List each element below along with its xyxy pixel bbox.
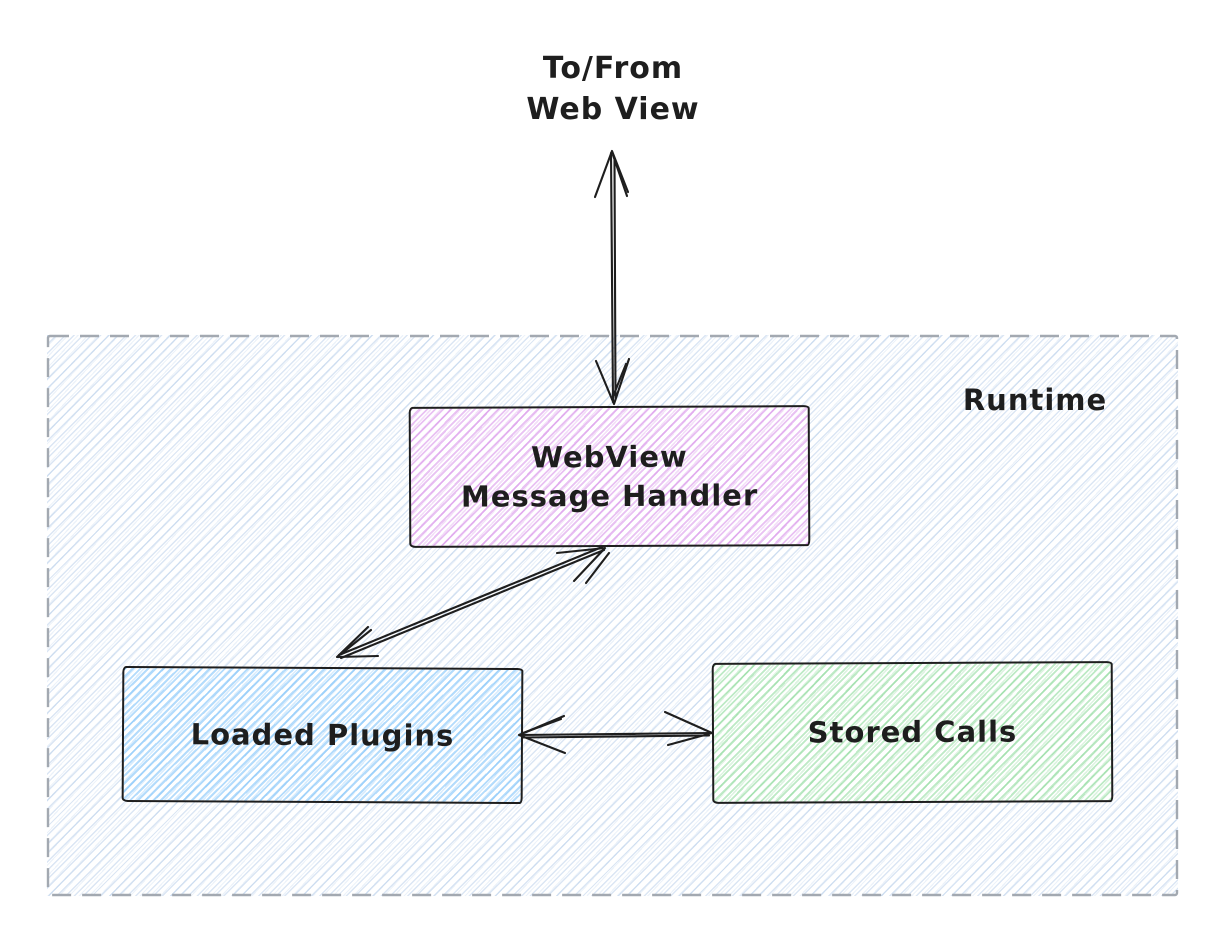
node-stored-calls-label: Stored Calls bbox=[807, 714, 1018, 750]
external-endpoint-label: To/From Web View bbox=[478, 48, 748, 130]
external-endpoint-label-line1: To/From bbox=[542, 51, 684, 86]
node-stored-calls: Stored Calls bbox=[711, 661, 1114, 804]
node-loaded-plugins-label: Loaded Plugins bbox=[190, 716, 455, 753]
external-endpoint-label-line2: Web View bbox=[526, 92, 700, 127]
node-loaded-plugins: Loaded Plugins bbox=[121, 665, 524, 805]
node-webview-message-handler: WebView Message Handler bbox=[408, 405, 811, 548]
runtime-container-label: Runtime bbox=[962, 383, 1108, 417]
node-webview-message-handler-label-line1: WebView bbox=[530, 439, 688, 474]
node-webview-message-handler-label-line2: Message Handler bbox=[460, 477, 759, 514]
